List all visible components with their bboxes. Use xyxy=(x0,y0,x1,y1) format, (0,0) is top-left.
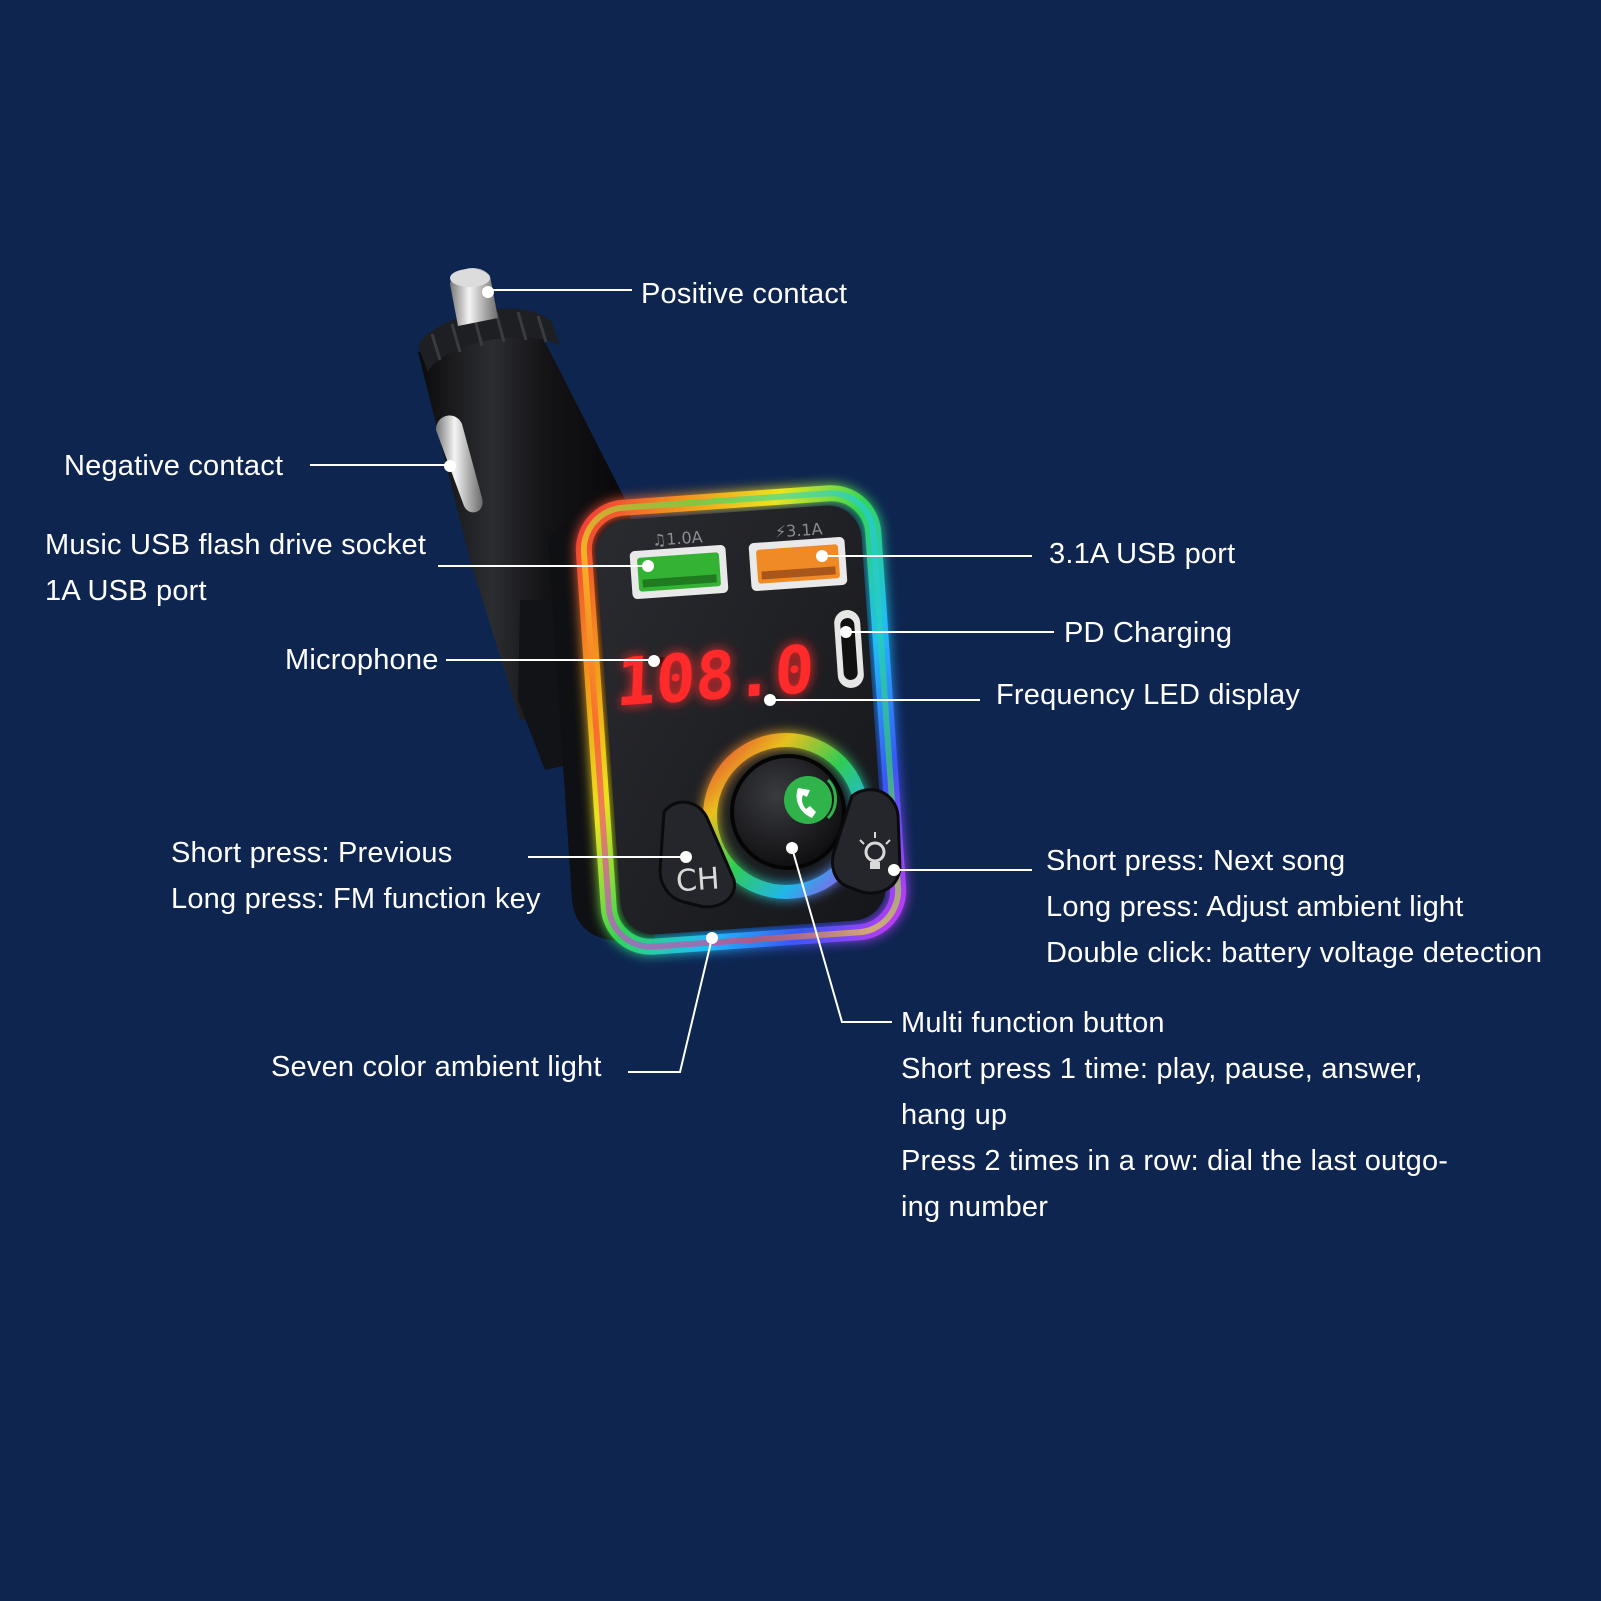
light-button xyxy=(831,788,902,895)
label-microphone: Microphone xyxy=(285,644,439,676)
port-left-marking: ♫1.0A xyxy=(651,527,703,549)
frequency-led-display: 108.0 xyxy=(615,631,816,722)
bulb-icon xyxy=(859,832,891,869)
label-multi-function-line4: Press 2 times in a row: dial the last ou… xyxy=(901,1145,1449,1177)
label-multi-function-line5: ing number xyxy=(901,1191,1049,1223)
phone-icon xyxy=(784,776,837,824)
label-positive-contact: Positive contact xyxy=(641,278,848,310)
label-multi-function-line1: Multi function button xyxy=(901,1007,1165,1039)
label-negative-contact: Negative contact xyxy=(64,450,284,482)
label-right-button-line3: Double click: battery voltage detection xyxy=(1046,937,1543,969)
leader-lines xyxy=(310,289,1054,1073)
label-pd-charging: PD Charging xyxy=(1064,617,1233,649)
usb-port-3-1a xyxy=(748,537,848,591)
label-left-button-line2: Long press: FM function key xyxy=(171,883,541,915)
label-right-button-line1: Short press: Next song xyxy=(1046,845,1346,877)
label-multi-function-line3: hang up xyxy=(901,1099,1008,1131)
leader-dots xyxy=(444,286,900,944)
port-right-marking: ⚡3.1A xyxy=(774,519,823,541)
label-3-1a-usb-port: 3.1A USB port xyxy=(1049,538,1236,570)
label-usb-sockets: Music USB flash drive socket 1A USB port xyxy=(45,522,426,614)
ch-button: CH xyxy=(658,800,736,909)
label-right-button: Short press: Next song Long press: Adjus… xyxy=(1046,838,1542,976)
label-left-button: Short press: Previous Long press: FM fun… xyxy=(171,830,541,922)
label-multi-function-line2: Short press 1 time: play, pause, answer, xyxy=(901,1053,1423,1085)
label-frequency-display: Frequency LED display xyxy=(996,679,1301,711)
label-multi-function: Multi function button Short press 1 time… xyxy=(901,1000,1448,1230)
multi-function-knob xyxy=(703,733,869,899)
label-1a-usb-port: 1A USB port xyxy=(45,575,207,607)
label-music-usb-socket: Music USB flash drive socket xyxy=(45,529,427,561)
negative-spring xyxy=(436,415,483,513)
label-ambient-light: Seven color ambient light xyxy=(271,1051,602,1083)
label-left-button-line1: Short press: Previous xyxy=(171,837,453,869)
label-right-button-line2: Long press: Adjust ambient light xyxy=(1046,891,1464,923)
ch-button-label: CH xyxy=(675,861,721,899)
usb-port-1a xyxy=(629,545,729,599)
